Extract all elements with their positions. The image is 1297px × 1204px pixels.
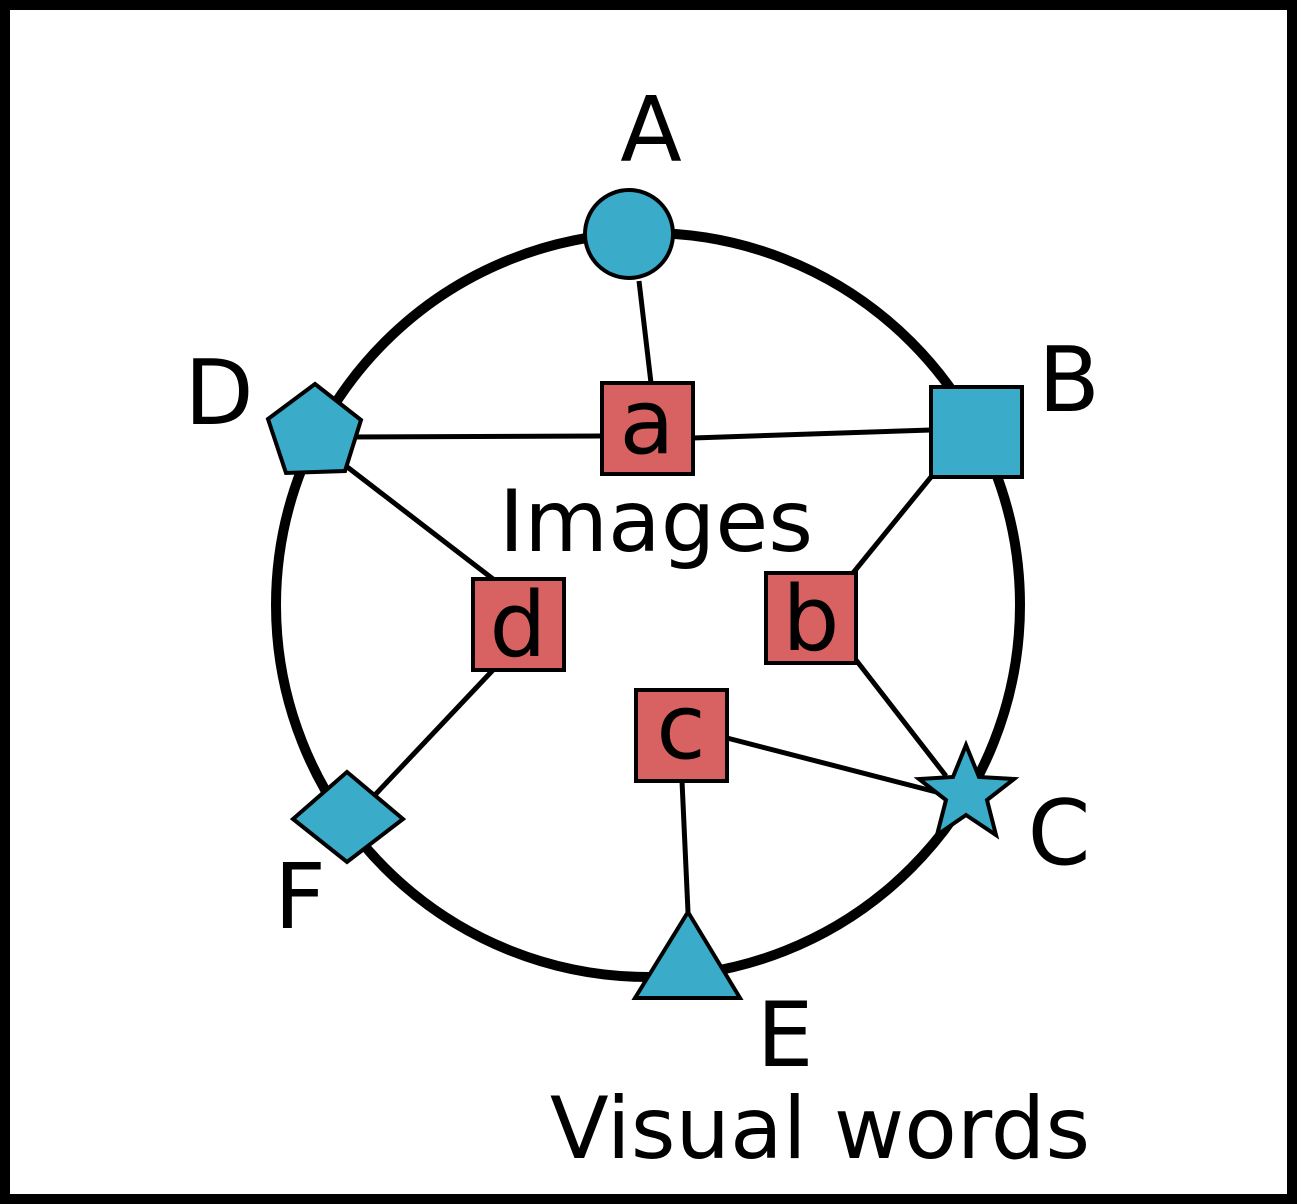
- edge-A-a: [636, 280, 654, 384]
- image-label-E: E: [757, 983, 814, 1088]
- image-node-F: [289, 769, 407, 865]
- word-label-a: a: [619, 370, 674, 475]
- image-label-F: F: [274, 845, 326, 950]
- word-nodes-layer: a b c d: [471, 370, 858, 783]
- image-node-C: [913, 739, 1020, 840]
- word-node-c: c: [634, 675, 729, 783]
- image-label-B: B: [1038, 328, 1100, 433]
- word-node-d: d: [471, 573, 566, 678]
- edge-C-c: [726, 735, 949, 798]
- image-node-B: [929, 385, 1024, 479]
- images-caption: Images: [499, 472, 813, 572]
- edges-layer: [344, 280, 949, 913]
- edge-D-a: [345, 433, 603, 440]
- word-node-b: b: [764, 567, 858, 672]
- word-node-a: a: [600, 370, 695, 476]
- image-label-D: D: [184, 341, 253, 446]
- edge-F-d: [371, 668, 495, 799]
- edge-E-c: [679, 780, 691, 913]
- image-nodes-layer: [265, 188, 1024, 1000]
- edge-C-b: [854, 658, 948, 778]
- image-label-C: C: [1028, 781, 1091, 886]
- image-node-E: [631, 908, 744, 1000]
- image-label-A: A: [620, 78, 682, 183]
- word-label-d: d: [489, 573, 546, 678]
- edge-B-b: [851, 475, 933, 575]
- word-label-c: c: [656, 675, 705, 780]
- edge-D-d: [344, 464, 495, 581]
- word-label-b: b: [782, 567, 839, 672]
- image-node-D: [265, 381, 364, 476]
- edge-B-a: [692, 427, 932, 441]
- visual-words-caption: Visual words: [550, 1079, 1090, 1179]
- image-node-A: [583, 188, 675, 280]
